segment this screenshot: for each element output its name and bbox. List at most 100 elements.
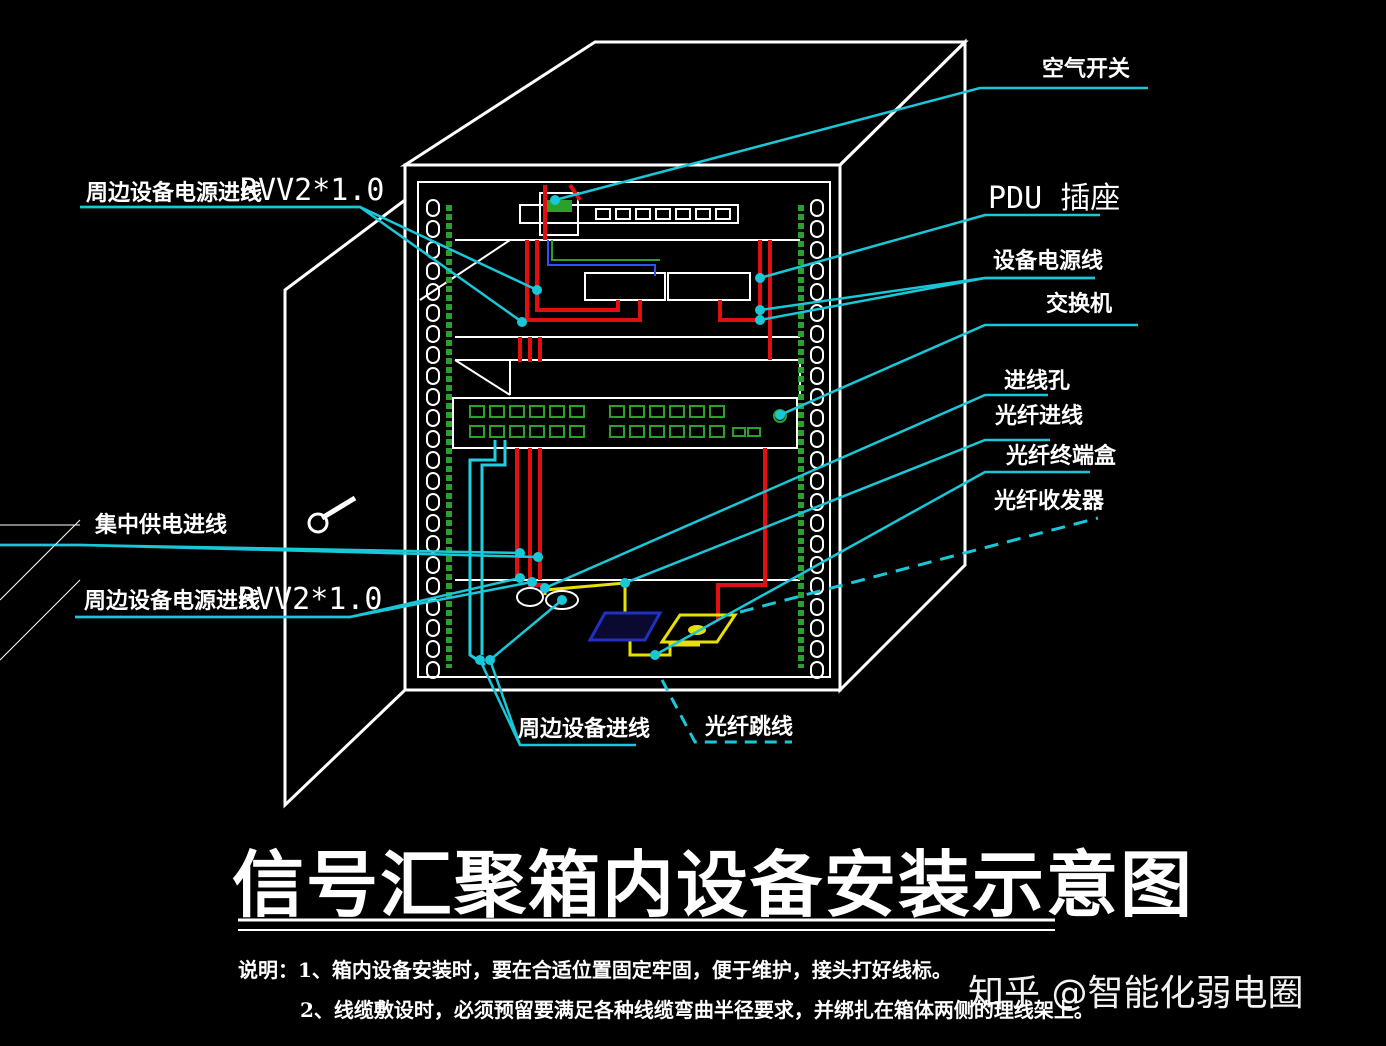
rail-slot bbox=[426, 451, 440, 469]
switch-port bbox=[649, 405, 665, 418]
leader-line bbox=[0, 543, 539, 559]
switch-port bbox=[489, 425, 505, 438]
note-line-1: 说明：1、箱内设备安装时，要在合适位置固定牢固，便于维护，接头打好线标。 bbox=[238, 958, 952, 982]
rail-slot bbox=[426, 514, 440, 532]
leader-dot bbox=[532, 285, 542, 295]
leader-dot bbox=[515, 573, 525, 583]
switch-port bbox=[669, 425, 685, 438]
leader-dot bbox=[755, 273, 765, 283]
switch-port bbox=[629, 405, 645, 418]
label-peripheral-power-top: 周边设备电源进线 bbox=[86, 180, 263, 206]
rail-slot bbox=[426, 220, 440, 238]
rail-slot bbox=[810, 556, 824, 574]
cabinet-outline bbox=[283, 38, 969, 809]
door-edge-line bbox=[0, 579, 81, 661]
leader-line bbox=[489, 599, 563, 661]
label-fiber-terminal: 光纤终端盒 bbox=[1006, 443, 1117, 469]
switch-port bbox=[649, 425, 665, 438]
din-slot bbox=[695, 208, 711, 220]
leader-dot bbox=[517, 317, 527, 327]
switch-port bbox=[509, 425, 525, 438]
leader-dot bbox=[515, 548, 525, 558]
fiber-terminal-box bbox=[587, 611, 663, 642]
rail-slot bbox=[426, 199, 440, 217]
rail-slot bbox=[810, 640, 824, 658]
fiber-transceiver bbox=[659, 613, 738, 644]
switch-port bbox=[669, 405, 685, 418]
switch-port bbox=[469, 405, 485, 418]
rail-slot bbox=[426, 262, 440, 280]
rail-slot bbox=[810, 283, 824, 301]
rail-slot bbox=[426, 472, 440, 490]
note-line-2: 2、线缆敷设时，必须预留要满足各种线缆弯曲半径要求，并绑扎在箱体两侧的理线架上。 bbox=[300, 998, 1094, 1022]
din-rail-slots bbox=[595, 208, 731, 220]
leader-dot bbox=[485, 655, 495, 665]
network-cabling bbox=[468, 440, 507, 667]
label-pdu: PDU 插座 bbox=[988, 181, 1121, 216]
label-fiber-in: 光纤进线 bbox=[995, 403, 1084, 429]
transceiver-led bbox=[688, 625, 706, 635]
leader-line bbox=[478, 659, 522, 746]
rail-slot bbox=[426, 325, 440, 343]
label-cable-hole: 进线孔 bbox=[1004, 368, 1071, 394]
rail-slot bbox=[426, 430, 440, 448]
rail-slot bbox=[810, 325, 824, 343]
rail-slot bbox=[810, 220, 824, 238]
leader-dot bbox=[550, 195, 560, 205]
fiber-patch-dash bbox=[739, 516, 1099, 614]
switch-port bbox=[509, 405, 525, 418]
rail-slot bbox=[810, 346, 824, 364]
label-rvv-bottom: RVV2*1.0 bbox=[238, 582, 383, 617]
rail-slot bbox=[810, 661, 824, 679]
rail-slot bbox=[426, 556, 440, 574]
switch-port bbox=[709, 425, 725, 438]
din-slot bbox=[655, 208, 671, 220]
din-slot bbox=[615, 208, 631, 220]
leader-dot bbox=[533, 552, 543, 562]
switch-port bbox=[609, 405, 625, 418]
sfp-port bbox=[732, 427, 746, 437]
rail-slot bbox=[810, 367, 824, 385]
leader-line bbox=[554, 86, 1148, 202]
leader-dot bbox=[475, 655, 485, 665]
label-peripheral-in: 周边设备进线 bbox=[518, 716, 651, 742]
cabinet-door bbox=[283, 197, 407, 809]
rail-slot bbox=[810, 619, 824, 637]
leader-line bbox=[654, 470, 1090, 657]
rail-slot bbox=[810, 535, 824, 553]
rail-slot bbox=[810, 514, 824, 532]
din-slot bbox=[675, 208, 691, 220]
rail-slot bbox=[426, 640, 440, 658]
leader-line bbox=[80, 205, 523, 324]
switch-port bbox=[689, 405, 705, 418]
rail-slot bbox=[426, 283, 440, 301]
network-switch bbox=[452, 397, 798, 449]
rail-slot bbox=[810, 409, 824, 427]
switch-port bbox=[469, 425, 485, 438]
leader-line bbox=[80, 205, 538, 292]
label-device-power: 设备电源线 bbox=[993, 248, 1104, 274]
leader-dot bbox=[540, 583, 550, 593]
sfp-port bbox=[747, 427, 761, 437]
rail-slot bbox=[810, 262, 824, 280]
cabinet-top bbox=[399, 40, 969, 167]
cable-holes bbox=[516, 587, 579, 610]
leader-dot bbox=[650, 650, 660, 660]
leader-dot bbox=[775, 410, 785, 420]
watermark: 知乎 @智能化弱电圈 bbox=[968, 973, 1304, 1014]
leader-line bbox=[759, 276, 1095, 322]
rail-slot bbox=[810, 493, 824, 511]
rail-slot bbox=[426, 535, 440, 553]
rail-slot bbox=[810, 430, 824, 448]
leader-lines bbox=[0, 86, 1148, 747]
leader-line bbox=[624, 438, 1050, 585]
switch-port bbox=[569, 405, 585, 418]
rack-rails bbox=[426, 199, 824, 679]
switch-port bbox=[489, 405, 505, 418]
leader-line bbox=[75, 580, 533, 619]
leader-dots bbox=[475, 195, 785, 665]
switch-port bbox=[609, 425, 625, 438]
label-air-switch: 空气开关 bbox=[1042, 56, 1131, 82]
leader-dot bbox=[755, 305, 765, 315]
